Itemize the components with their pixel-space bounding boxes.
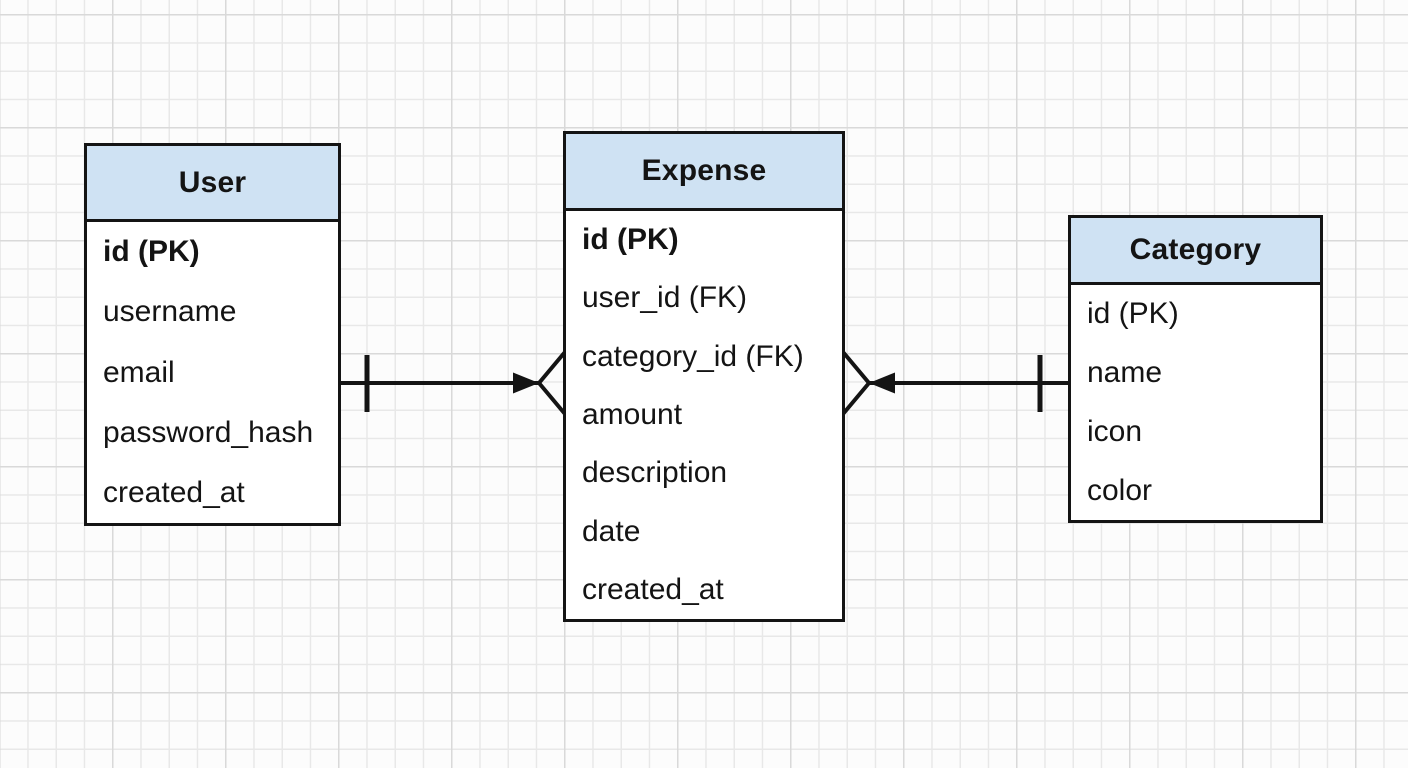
crows-foot-many-icon [537, 350, 567, 385]
entity-category: Category id (PK) name icon color [1068, 215, 1323, 523]
field-row: user_id (FK) [582, 281, 748, 315]
field-row: id (PK) [582, 223, 679, 257]
entity-category-title: Category [1071, 218, 1320, 285]
field-row: created_at [582, 572, 724, 606]
entity-expense: Expense id (PK) user_id (FK) category_id (… [563, 131, 845, 622]
relationship-category-expense [841, 350, 1068, 416]
crows-foot-many-icon [841, 381, 871, 416]
field-row: id (PK) [1087, 297, 1179, 331]
field-row: amount [582, 397, 683, 431]
field-row: description [582, 456, 728, 490]
crows-foot-many-icon [537, 381, 567, 416]
field-row: category_id (FK) [582, 339, 804, 373]
arrowhead-icon [869, 372, 895, 394]
field-row: color [1087, 473, 1153, 507]
entity-expense-fields: id (PK) user_id (FK) category_id (FK) amoun… [566, 211, 842, 619]
field-row: created_at [103, 475, 245, 509]
entity-category-fields: id (PK) name icon color [1071, 285, 1320, 520]
entity-user-title: User [87, 146, 338, 222]
field-row: name [1087, 356, 1163, 390]
field-row: email [103, 355, 175, 389]
field-row: icon [1087, 414, 1143, 448]
field-row: id (PK) [103, 235, 200, 269]
field-row: date [582, 514, 641, 548]
relationship-user-expense [341, 350, 567, 416]
entity-expense-title: Expense [566, 134, 842, 211]
arrowhead-icon [513, 372, 539, 394]
crows-foot-many-icon [841, 350, 871, 385]
field-row: username [103, 295, 237, 329]
field-row: password_hash [103, 415, 314, 449]
